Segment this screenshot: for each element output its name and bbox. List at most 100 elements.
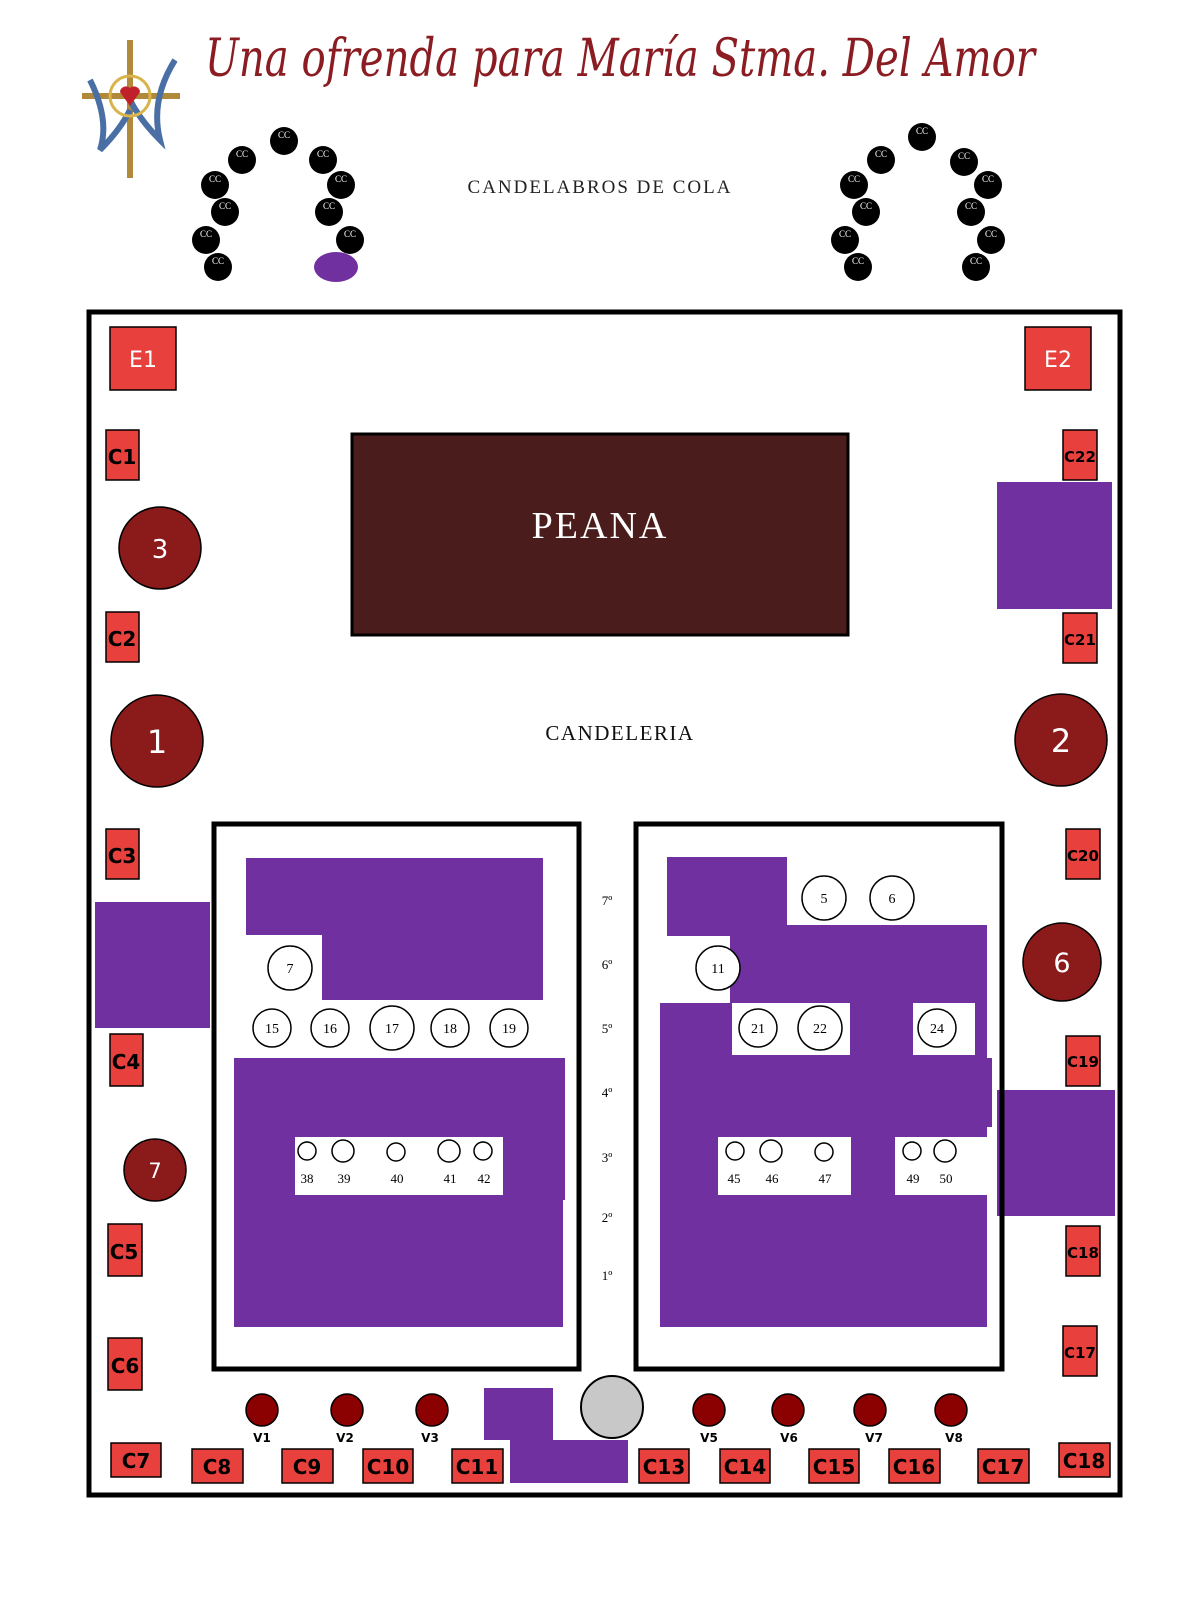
right-cc-10[interactable] bbox=[977, 226, 1005, 254]
seat-22[interactable] bbox=[797, 1005, 843, 1051]
seat-46[interactable] bbox=[759, 1139, 783, 1163]
seat-41-label: 41 bbox=[444, 1171, 457, 1186]
big-circle-3[interactable] bbox=[118, 506, 202, 590]
box-c2[interactable] bbox=[105, 611, 140, 663]
right-cc-5[interactable] bbox=[867, 146, 895, 174]
left-cc-1[interactable] bbox=[204, 253, 232, 281]
seat-50[interactable] bbox=[933, 1139, 957, 1163]
box-c7[interactable] bbox=[110, 1442, 162, 1478]
right-cc-2[interactable] bbox=[831, 226, 859, 254]
right-cc-9[interactable] bbox=[957, 198, 985, 226]
big-circle-1[interactable] bbox=[110, 694, 204, 788]
seat-49-label: 49 bbox=[907, 1171, 920, 1186]
big-circle-6[interactable] bbox=[1022, 922, 1102, 1002]
entry-e1-label: E1 bbox=[129, 348, 157, 373]
purple-block-left bbox=[95, 902, 210, 1028]
box-c6[interactable] bbox=[107, 1337, 143, 1391]
entry-e1[interactable] bbox=[109, 326, 177, 391]
box-c22[interactable] bbox=[1062, 429, 1098, 481]
box-c8[interactable] bbox=[191, 1448, 244, 1484]
left-cc-6[interactable] bbox=[270, 127, 298, 155]
right-cc-6[interactable] bbox=[908, 123, 936, 151]
seat-40[interactable] bbox=[386, 1142, 406, 1162]
right-cc-3[interactable] bbox=[852, 198, 880, 226]
peana bbox=[350, 432, 850, 637]
seat-39[interactable] bbox=[331, 1139, 355, 1163]
seat-24[interactable] bbox=[917, 1008, 957, 1048]
right-cc-11[interactable] bbox=[962, 253, 990, 281]
box-c17[interactable] bbox=[1062, 1325, 1098, 1377]
v-light-1-label: V1 bbox=[253, 1431, 271, 1445]
left-cc-8[interactable] bbox=[327, 171, 355, 199]
seat-42[interactable] bbox=[473, 1141, 493, 1161]
seat-38[interactable] bbox=[297, 1141, 317, 1161]
seat-15[interactable] bbox=[252, 1008, 292, 1048]
box-c20[interactable] bbox=[1065, 828, 1101, 880]
seat-16[interactable] bbox=[310, 1008, 350, 1048]
box-c5[interactable] bbox=[107, 1223, 143, 1277]
box-c21[interactable] bbox=[1062, 612, 1098, 664]
box-c4[interactable] bbox=[109, 1033, 144, 1087]
left-cc-4[interactable] bbox=[201, 171, 229, 199]
right-cc-1[interactable] bbox=[844, 253, 872, 281]
big-circle-3-label: 3 bbox=[152, 535, 169, 565]
big-circle-1-label: 1 bbox=[147, 723, 167, 761]
big-circle-2[interactable] bbox=[1014, 693, 1108, 787]
box-c10[interactable] bbox=[362, 1448, 414, 1484]
right-column: C22 C21 C20 C19 C18 C17 bbox=[1062, 429, 1101, 1377]
v-light-1[interactable] bbox=[245, 1393, 279, 1427]
left-cc-7[interactable] bbox=[309, 146, 337, 174]
purple-block-right-top bbox=[997, 482, 1112, 609]
seat-18[interactable] bbox=[430, 1008, 470, 1048]
seat-41[interactable] bbox=[437, 1139, 461, 1163]
entry-e2-label: E2 bbox=[1044, 348, 1072, 373]
big-circle-6-label: 6 bbox=[1053, 948, 1070, 979]
box-c3[interactable] bbox=[105, 828, 140, 880]
box-c18[interactable] bbox=[1065, 1225, 1101, 1277]
box-c14[interactable] bbox=[719, 1448, 771, 1484]
right-cc-4[interactable] bbox=[840, 171, 868, 199]
seat-17[interactable] bbox=[369, 1005, 415, 1051]
box-c19[interactable] bbox=[1065, 1035, 1101, 1087]
entry-e2[interactable] bbox=[1024, 326, 1092, 391]
box-c18-bottom[interactable] bbox=[1058, 1442, 1111, 1478]
left-seating-block: 7 15 16 17 18 19 38 39 40 41 42 bbox=[211, 821, 582, 1372]
box-c15[interactable] bbox=[808, 1448, 860, 1484]
right-cc-8[interactable] bbox=[974, 171, 1002, 199]
big-circle-7[interactable] bbox=[123, 1138, 187, 1202]
seat-19[interactable] bbox=[489, 1008, 529, 1048]
left-cc-2[interactable] bbox=[192, 226, 220, 254]
seat-45[interactable] bbox=[725, 1141, 745, 1161]
seat-49[interactable] bbox=[902, 1141, 922, 1161]
left-cc-3[interactable] bbox=[211, 198, 239, 226]
right-cc-4-label: CC bbox=[848, 174, 860, 184]
seat-47[interactable] bbox=[814, 1142, 834, 1162]
box-c1[interactable] bbox=[105, 429, 140, 481]
row-label-1: 1º bbox=[602, 1268, 613, 1283]
box-c16[interactable] bbox=[888, 1448, 941, 1484]
left-cc-10[interactable] bbox=[336, 226, 364, 254]
seat-7[interactable] bbox=[267, 945, 313, 991]
left-cc-5-label: CC bbox=[236, 149, 248, 159]
left-cc-5[interactable] bbox=[228, 146, 256, 174]
left-cc-9[interactable] bbox=[315, 198, 343, 226]
seat-21[interactable] bbox=[738, 1008, 778, 1048]
v-light-3[interactable] bbox=[415, 1393, 449, 1427]
box-c17-bottom[interactable] bbox=[977, 1448, 1030, 1484]
v-light-7[interactable] bbox=[853, 1393, 887, 1427]
v-light-6[interactable] bbox=[771, 1393, 805, 1427]
seat-5[interactable] bbox=[801, 875, 847, 921]
box-c13[interactable] bbox=[638, 1448, 690, 1484]
v-light-2[interactable] bbox=[330, 1393, 364, 1427]
right-cc-7[interactable] bbox=[950, 148, 978, 176]
box-c9[interactable] bbox=[281, 1448, 334, 1484]
box-c21-label: C21 bbox=[1064, 631, 1096, 649]
left-cc-10-label: CC bbox=[344, 229, 356, 239]
seat-11[interactable] bbox=[695, 945, 741, 991]
v-light-5[interactable] bbox=[692, 1393, 726, 1427]
box-c11[interactable] bbox=[451, 1448, 504, 1484]
v-light-8[interactable] bbox=[934, 1393, 968, 1427]
seat-6[interactable] bbox=[869, 875, 915, 921]
